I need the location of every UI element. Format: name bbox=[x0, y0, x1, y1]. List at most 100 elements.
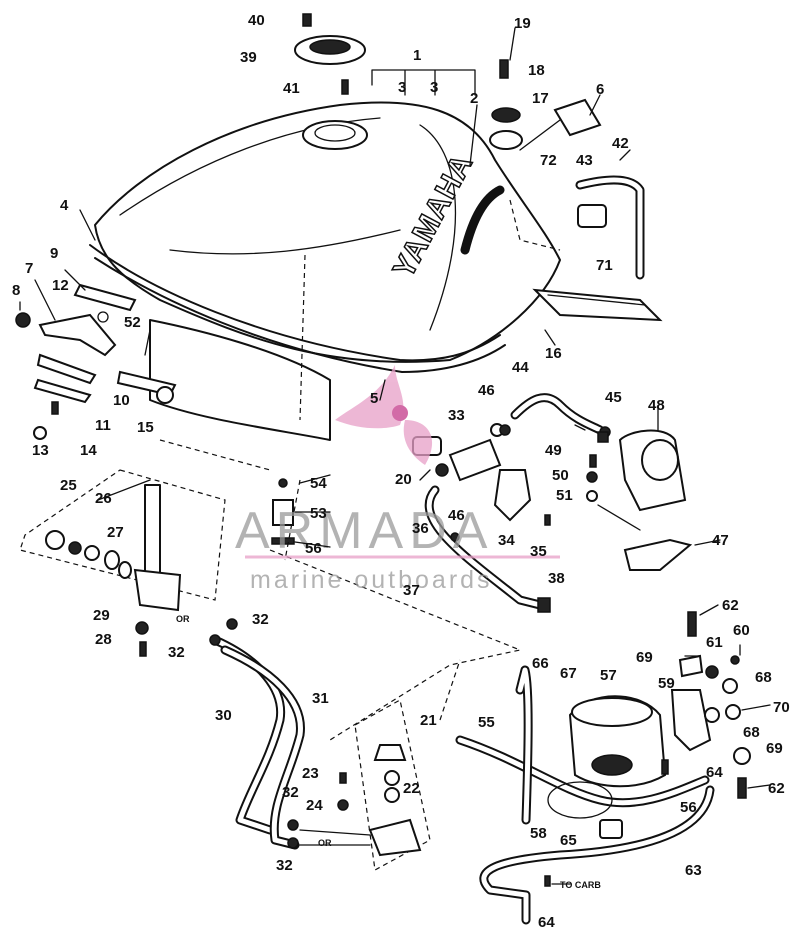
callout: 19 bbox=[514, 15, 531, 32]
callout: 5 bbox=[370, 390, 378, 407]
callout: 70 bbox=[773, 699, 790, 716]
callout: 64 bbox=[538, 914, 555, 931]
callout: 65 bbox=[560, 832, 577, 849]
callout: 21 bbox=[420, 712, 437, 729]
callout: 52 bbox=[124, 314, 141, 331]
callout: 7 bbox=[25, 260, 33, 277]
hoses-30-31 bbox=[209, 618, 305, 850]
callout: 22 bbox=[403, 780, 420, 797]
callout: 55 bbox=[478, 714, 495, 731]
callout: 2 bbox=[470, 90, 478, 107]
callout: 57 bbox=[600, 667, 617, 684]
callout: 72 bbox=[540, 152, 557, 169]
watermark-sub-text: marine outboards bbox=[250, 566, 493, 594]
fuel-pump: TO CARB bbox=[455, 665, 715, 925]
pump-mount-parts bbox=[661, 611, 751, 799]
callout: 69 bbox=[766, 740, 783, 757]
callout: 31 bbox=[312, 690, 329, 707]
callout: 20 bbox=[395, 471, 412, 488]
callout: 24 bbox=[306, 797, 323, 814]
callout: 29 bbox=[93, 607, 110, 624]
callout: 62 bbox=[722, 597, 739, 614]
callout: 6 bbox=[596, 81, 604, 98]
callout: 37 bbox=[403, 582, 420, 599]
callout: 42 bbox=[612, 135, 629, 152]
callout: 46 bbox=[448, 507, 465, 524]
callout: 16 bbox=[545, 345, 562, 362]
callout: 64 bbox=[706, 764, 723, 781]
callout: 34 bbox=[498, 532, 515, 549]
left-brackets bbox=[15, 283, 177, 440]
callout: 27 bbox=[107, 524, 124, 541]
callout: 35 bbox=[530, 543, 547, 560]
fuel-pump-bracket: OR bbox=[299, 699, 431, 871]
callout: 46 bbox=[478, 382, 495, 399]
callout: 8 bbox=[12, 282, 20, 299]
callout: 25 bbox=[60, 477, 77, 494]
callout: 9 bbox=[50, 245, 58, 262]
callout: 51 bbox=[556, 487, 573, 504]
callout: 53 bbox=[310, 505, 327, 522]
callout: 3 bbox=[398, 79, 406, 96]
callout: 68 bbox=[743, 724, 760, 741]
callout: 43 bbox=[576, 152, 593, 169]
callout: 56 bbox=[680, 799, 697, 816]
grommet-set bbox=[271, 478, 295, 545]
callout: 59 bbox=[658, 675, 675, 692]
callout: 39 bbox=[240, 49, 257, 66]
dashed-leaders bbox=[159, 439, 523, 741]
tank-brand-label: YAMAHA bbox=[387, 149, 479, 284]
callout: 47 bbox=[712, 532, 729, 549]
callout: 33 bbox=[448, 407, 465, 424]
callout: 62 bbox=[768, 780, 785, 797]
callout: 32 bbox=[276, 857, 293, 874]
to-carb-note: TO CARB bbox=[560, 880, 601, 890]
callout: 63 bbox=[685, 862, 702, 879]
callout: 18 bbox=[528, 62, 545, 79]
small-mark: OR bbox=[176, 614, 190, 624]
callout: 49 bbox=[545, 442, 562, 459]
callout: 67 bbox=[560, 665, 577, 682]
callout: 11 bbox=[95, 417, 111, 434]
callout: 40 bbox=[248, 12, 265, 29]
armada-watermark: ARMADA marine outboards bbox=[235, 365, 560, 594]
callout: 69 bbox=[636, 649, 653, 666]
callout: 71 bbox=[596, 257, 613, 274]
callout: 4 bbox=[60, 197, 69, 214]
callout: 13 bbox=[32, 442, 49, 459]
callout-numbers: 40 39 41 1 3 3 2 19 18 17 6 72 43 42 71 … bbox=[12, 12, 790, 931]
callout: 10 bbox=[113, 392, 130, 409]
watermark-main-text: ARMADA bbox=[235, 502, 493, 560]
callout: 58 bbox=[530, 825, 547, 842]
callout: 45 bbox=[605, 389, 622, 406]
callout: 48 bbox=[648, 397, 665, 414]
callout: 17 bbox=[532, 90, 549, 107]
callout: 32 bbox=[282, 784, 299, 801]
callout: 32 bbox=[252, 611, 269, 628]
callout: 68 bbox=[755, 669, 772, 686]
callout: 14 bbox=[80, 442, 97, 459]
callout: 28 bbox=[95, 631, 112, 648]
callout: 60 bbox=[733, 622, 750, 639]
callout: 1 bbox=[413, 47, 421, 64]
callout: 36 bbox=[412, 520, 429, 537]
callout: 66 bbox=[532, 655, 549, 672]
top-right-parts bbox=[460, 59, 663, 322]
fuel-sender-unit bbox=[586, 429, 693, 571]
fuel-valve-assembly: OR bbox=[19, 469, 226, 657]
callout: 38 bbox=[548, 570, 565, 587]
callout: 44 bbox=[512, 359, 529, 376]
callout: 32 bbox=[168, 644, 185, 661]
callout: 12 bbox=[52, 277, 69, 294]
callout: 54 bbox=[310, 475, 327, 492]
callout: 61 bbox=[706, 634, 723, 651]
fuel-cap bbox=[294, 13, 366, 95]
callout: 23 bbox=[302, 765, 319, 782]
callout: 41 bbox=[283, 80, 300, 97]
callout: 50 bbox=[552, 467, 569, 484]
callout: 15 bbox=[137, 419, 154, 436]
leader-lines bbox=[19, 27, 771, 789]
callout: 56 bbox=[305, 540, 322, 557]
callout: 3 bbox=[430, 79, 438, 96]
